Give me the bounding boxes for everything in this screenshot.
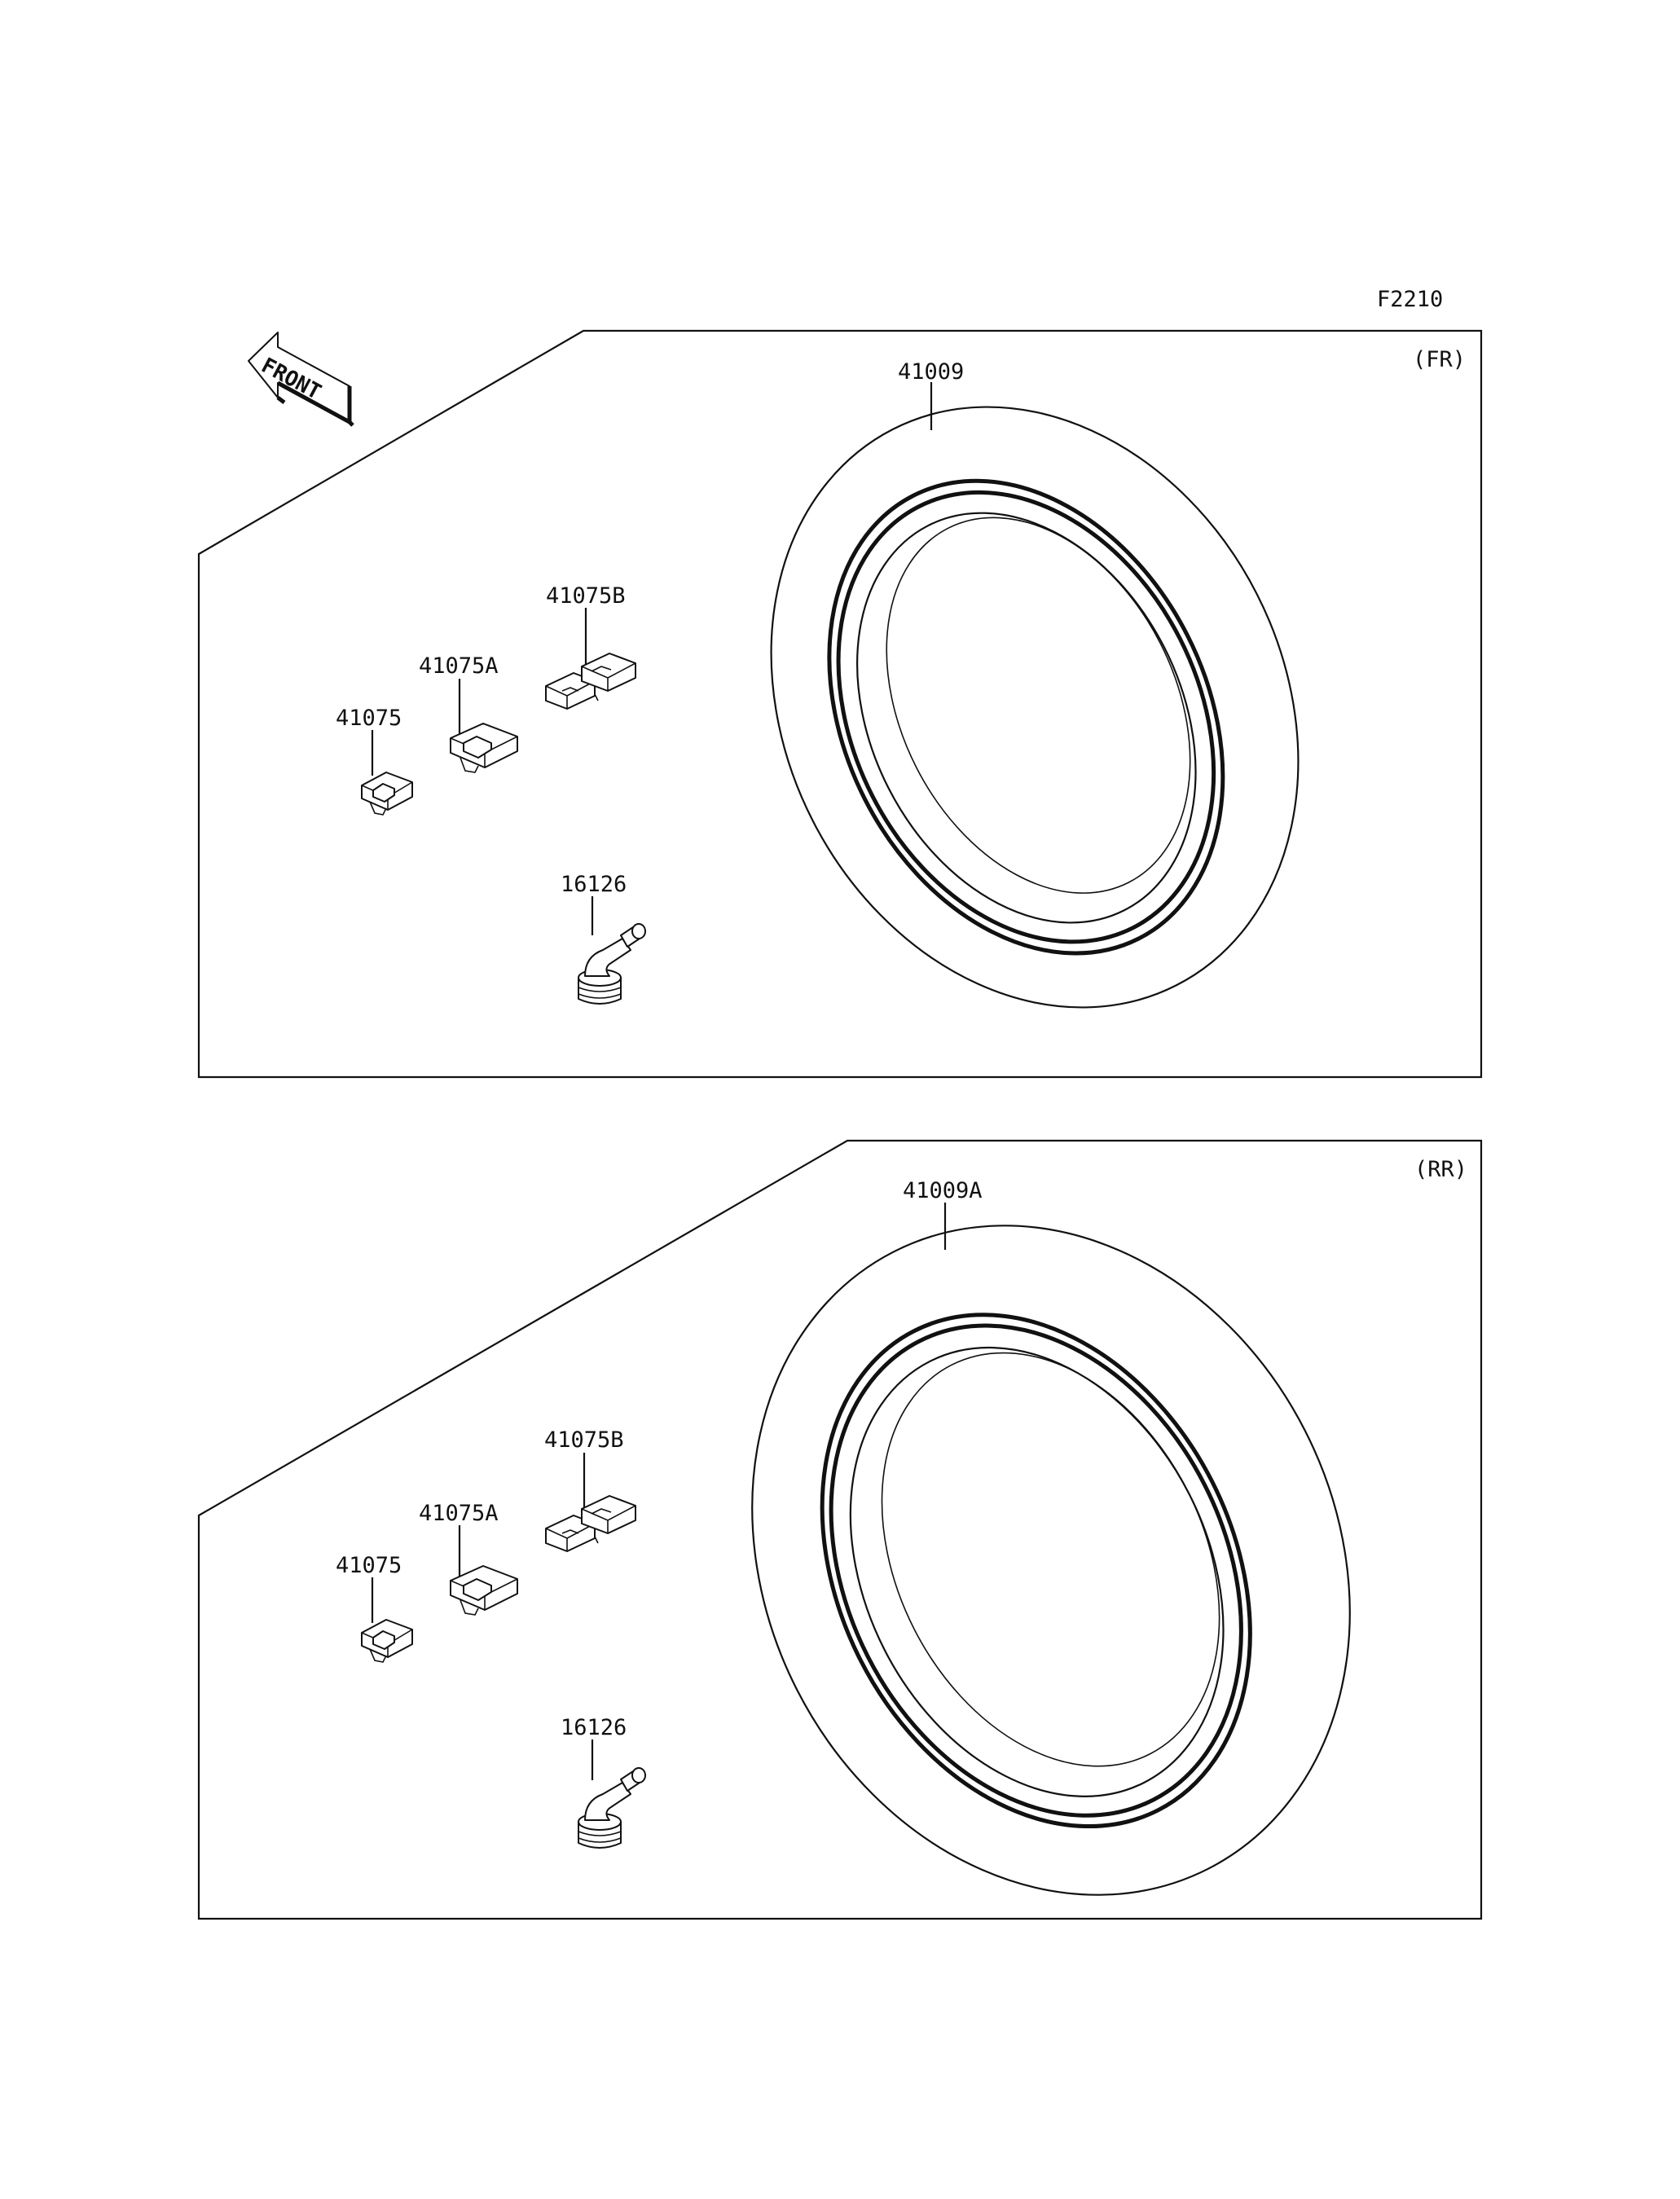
rear-weight-medium	[450, 1565, 518, 1616]
front-weight-small	[361, 772, 413, 816]
rear-weight-medium-part-no: 41075A	[419, 1501, 499, 1526]
rear-tire	[751, 1225, 1351, 1896]
rear-panel-frame	[197, 1139, 1483, 1920]
front-weight-medium	[450, 723, 518, 773]
rear-tire-part-no: 41009A	[903, 1178, 983, 1203]
rear-weight-small-part-no: 41075	[336, 1553, 402, 1578]
rear-valve	[578, 1767, 646, 1849]
rear-panel: (RR) 41009A 41075B 41075A 41075 16126	[197, 1139, 1483, 1920]
front-panel: (FR) 41009 41075B 41075A 41075 16126	[197, 329, 1483, 1079]
rear-position-label: (RR)	[1414, 1157, 1467, 1182]
front-direction-arrow-icon: FRONT	[248, 332, 354, 427]
rear-weight-small	[361, 1619, 413, 1663]
rear-weight-large	[545, 1495, 636, 1552]
front-weight-medium-part-no: 41075A	[419, 653, 499, 679]
front-weight-large-part-no: 41075B	[546, 583, 626, 609]
front-panel-frame	[197, 329, 1483, 1079]
front-weight-small-part-no: 41075	[336, 706, 402, 731]
front-valve	[578, 923, 646, 1005]
rear-valve-part-no: 16126	[561, 1715, 627, 1740]
rear-weight-large-part-no: 41075B	[544, 1427, 624, 1453]
figure-code: F2210	[1377, 287, 1443, 312]
front-tire-part-no: 41009	[898, 359, 964, 385]
front-weight-large	[545, 653, 636, 710]
front-valve-part-no: 16126	[561, 872, 627, 897]
front-position-label: (FR)	[1413, 347, 1466, 372]
front-tire	[770, 406, 1300, 1009]
